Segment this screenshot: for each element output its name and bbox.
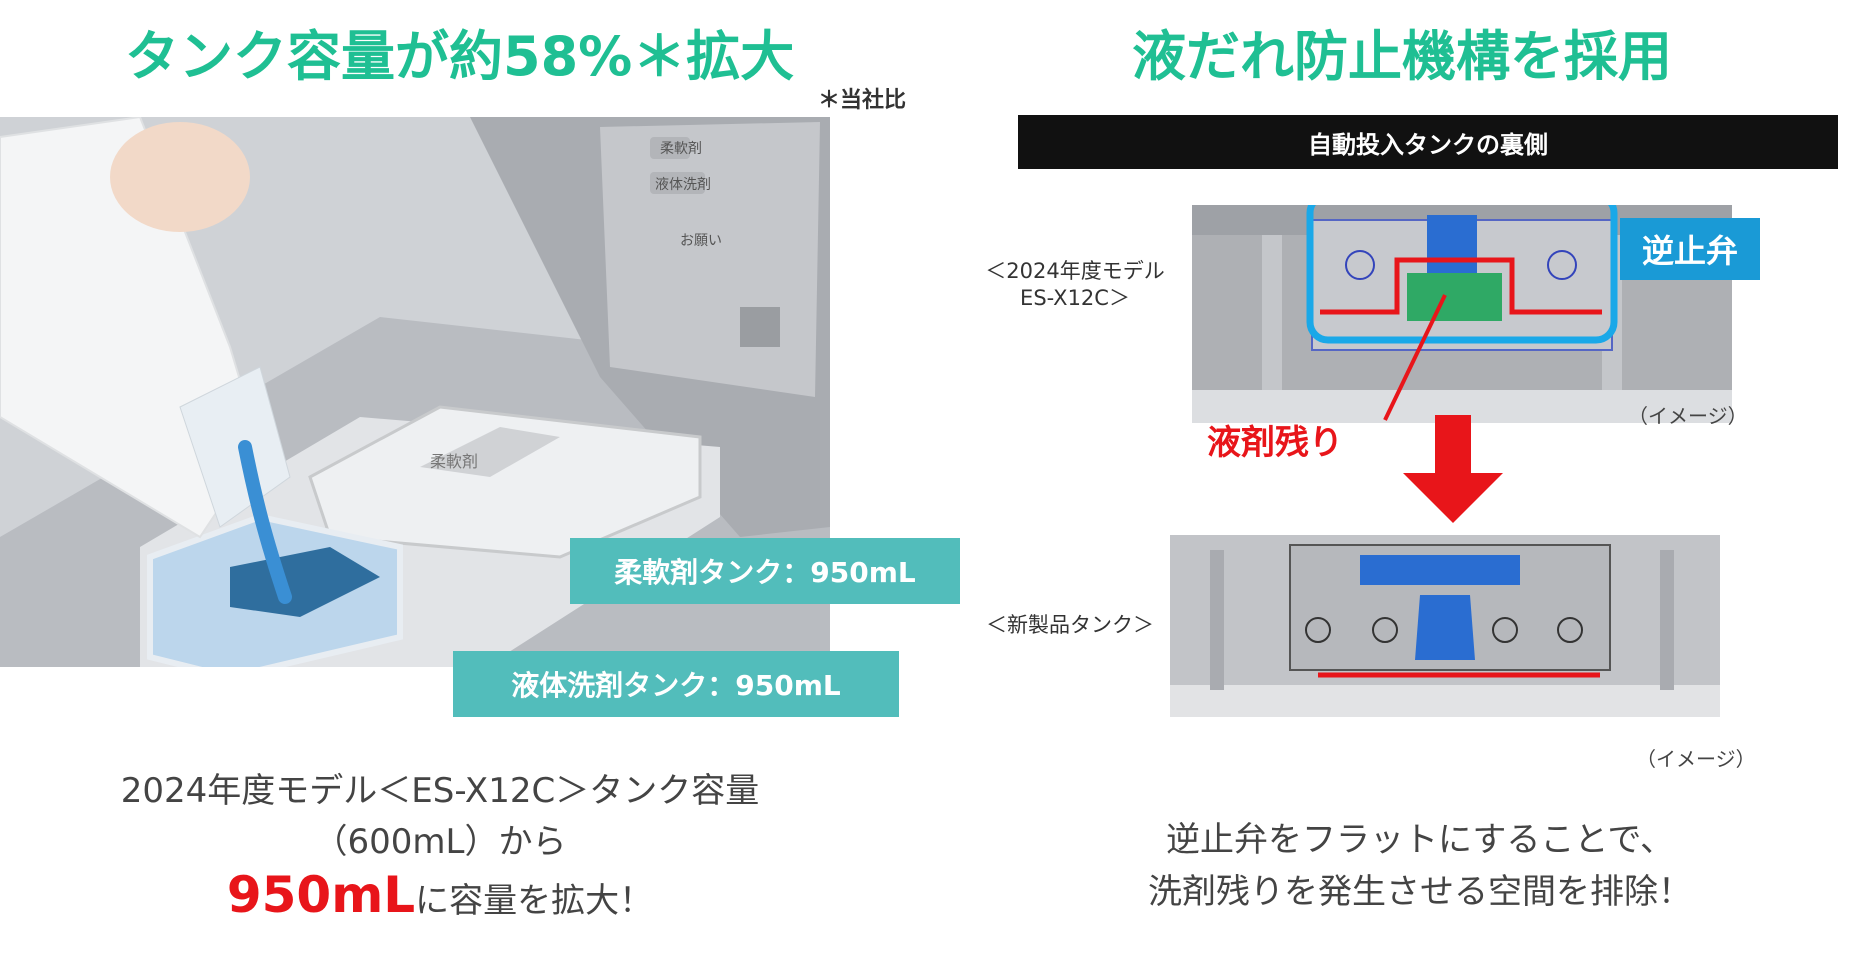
section-bar: 自動投入タンクの裏側 xyxy=(1018,115,1838,169)
old-model-label-line2: ES-X12C＞ xyxy=(1020,286,1130,311)
softener-tank-label: 柔軟剤タンク：950mL xyxy=(570,538,960,604)
lid-label-notice: お願い xyxy=(680,233,722,249)
tank-lid-text: 柔軟剤 xyxy=(430,452,478,471)
down-arrow-icon xyxy=(1403,415,1503,523)
check-valve-tag: 逆止弁 xyxy=(1620,218,1760,280)
product-photo: 柔軟剤 液体洗剤 お願い 柔軟剤 xyxy=(0,117,830,667)
left-headline: タンク容量が約58%＊拡大 xyxy=(125,25,795,88)
image-note-new: （イメージ） xyxy=(1636,747,1756,771)
left-caption-line3: 950mLに容量を拡大！ xyxy=(40,866,840,924)
footnote: ＊当社比 xyxy=(818,88,907,113)
new-tank-label: ＜新製品タンク＞ xyxy=(986,613,1154,637)
old-tank-diagram xyxy=(1192,191,1732,423)
right-caption-line2: 洗剤残りを発生させる空間を排除！ xyxy=(1148,872,1692,912)
right-caption-line1: 逆止弁をフラットにすることで、 xyxy=(1166,820,1674,860)
left-caption-line2: （600mL）から xyxy=(313,822,567,862)
image-note-old: （イメージ） xyxy=(1628,404,1748,428)
capacity-rest: に容量を拡大！ xyxy=(415,881,654,921)
residue-label: 液剤残り xyxy=(1207,423,1343,463)
old-model-label-line1: ＜2024年度モデル xyxy=(985,259,1165,283)
new-tank-diagram xyxy=(1170,535,1720,717)
old-model-label: ＜2024年度モデル ES-X12C＞ xyxy=(960,258,1190,313)
capacity-highlight: 950mL xyxy=(226,866,416,924)
detergent-tank-label: 液体洗剤タンク：950mL xyxy=(453,651,899,717)
lid-label-detergent: 液体洗剤 xyxy=(655,177,711,193)
left-caption-line1: 2024年度モデル＜ES-X12C＞タンク容量 xyxy=(120,771,760,811)
right-headline: 液だれ防止機構を採用 xyxy=(1132,25,1672,88)
residue-pointer-line xyxy=(1383,294,1447,421)
lid-label-softener: 柔軟剤 xyxy=(660,141,702,157)
